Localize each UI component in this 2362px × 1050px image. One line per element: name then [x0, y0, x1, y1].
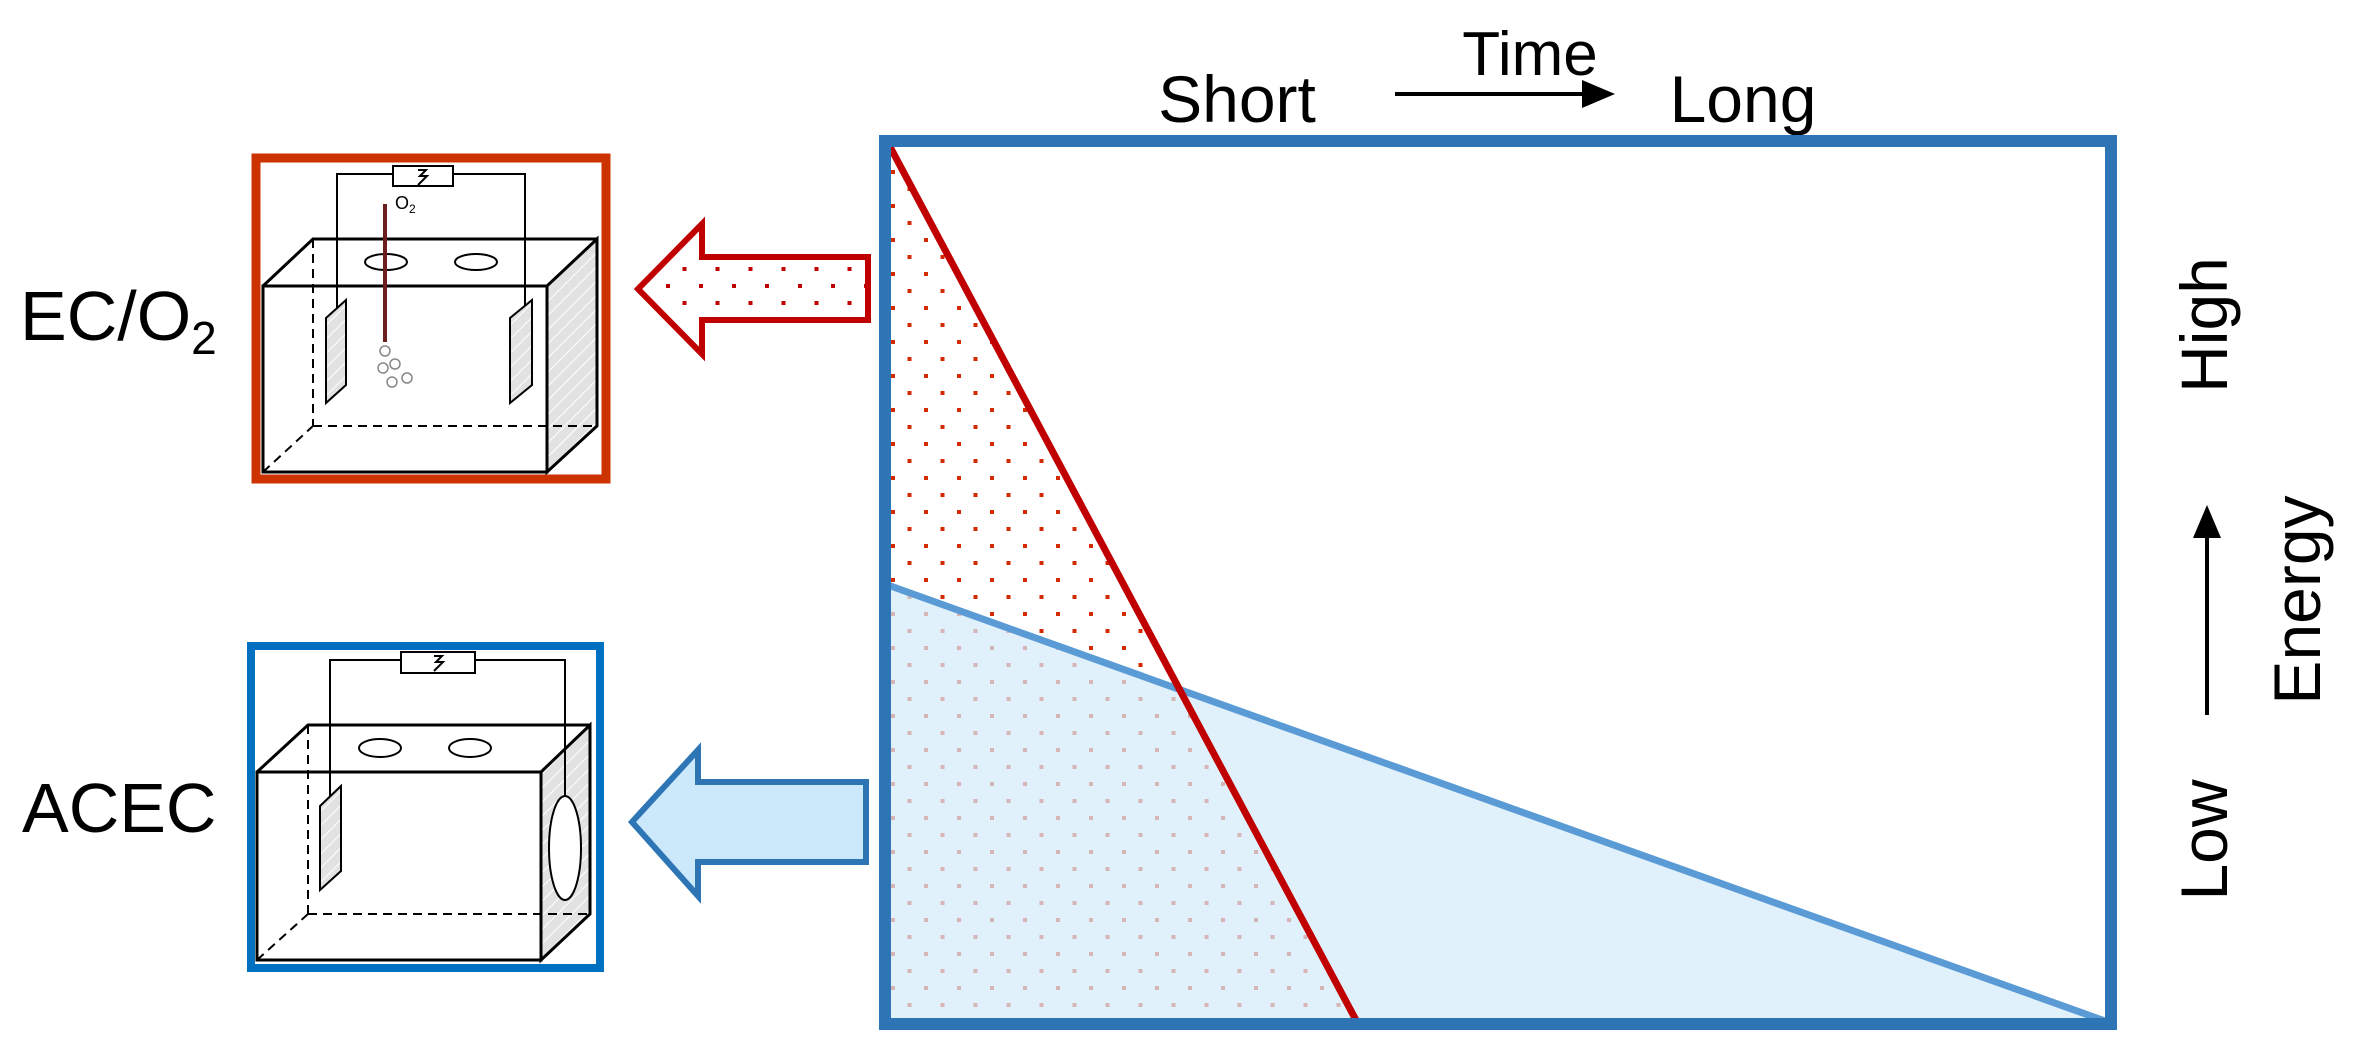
electrode-left: [325, 297, 347, 406]
time-axis-short-label: Short: [1158, 62, 1316, 136]
air-cathode: [548, 795, 582, 901]
energy-arrow-icon: [2193, 505, 2221, 715]
o2-gas-label: O2: [395, 193, 416, 216]
plot-area: [879, 135, 2117, 1030]
ec-o2-label: EC/O2: [20, 277, 217, 364]
plot-frame: [879, 135, 2117, 1030]
energy-axis-high-label: High: [2167, 257, 2241, 393]
ec-o2-cell-diagram: O2: [251, 153, 611, 484]
acec-cell-diagram: [247, 642, 604, 972]
ec-arrow-icon: [633, 216, 871, 362]
bubbles-icon: [377, 345, 413, 388]
energy-axis: High Low Energy: [2167, 257, 2334, 900]
electrode-left: [319, 783, 342, 893]
time-arrow-icon: [1395, 80, 1615, 108]
acec-arrow-icon: [627, 742, 869, 904]
acec-line: [883, 580, 2107, 1025]
energy-axis-low-label: Low: [2167, 779, 2241, 900]
ec-line: [884, 141, 1361, 1024]
time-axis-title: Time: [1462, 20, 1597, 89]
acec-label: ACEC: [22, 769, 216, 847]
electrode-right: [509, 297, 533, 406]
energy-axis-title: Energy: [2260, 495, 2334, 704]
time-axis-long-label: Long: [1670, 62, 1817, 136]
